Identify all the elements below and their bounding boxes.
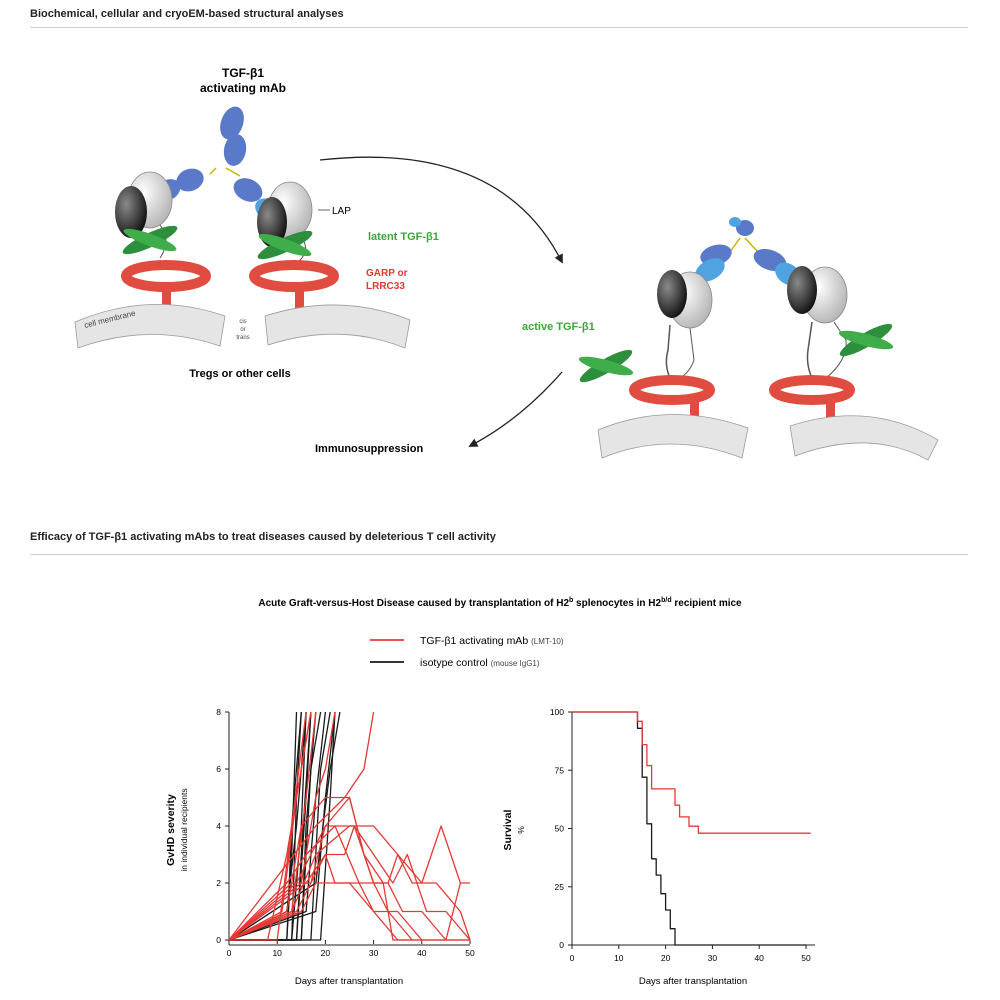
section-divider — [30, 27, 968, 28]
tgf-1-activating-mab-series-line — [228, 825, 462, 941]
isotype-control-series-line — [229, 711, 302, 941]
tgf-1-activating-mab-series-line — [228, 711, 375, 941]
cell-membrane-left — [74, 303, 226, 349]
cis-trans-line1: cis — [239, 319, 246, 325]
survival-chart: Survival % Days after transplantation 0 2… — [502, 707, 815, 987]
isotype-control-series-line — [228, 711, 341, 941]
active-complex-diagram: active TGF-β1 — [522, 217, 939, 461]
immunosuppression-arrow — [468, 371, 563, 447]
tgf-1-activating-mab-series-line — [229, 711, 307, 941]
garp-label-line1: GARP or — [366, 268, 408, 279]
active-tgf-left — [578, 349, 634, 383]
latent-tgf-right — [257, 230, 313, 260]
lap-right — [257, 181, 313, 263]
mab-label-line2: activating mAb — [200, 81, 286, 95]
latent-tgf-left — [122, 225, 178, 255]
experiment-title: Acute Graft-versus-Host Disease caused b… — [258, 597, 742, 609]
y-tick-label: 75 — [555, 765, 565, 775]
y-axis-subtitle: % — [516, 826, 526, 834]
x-tick-label: 20 — [321, 948, 331, 958]
tgf-1-activating-mab-series-line — [228, 825, 471, 941]
activation-arrow — [319, 156, 563, 264]
section-title-efficacy: Efficacy of TGF-β1 activating mAbs to tr… — [30, 531, 496, 543]
x-tick-label: 40 — [417, 948, 427, 958]
x-tick-label: 0 — [570, 953, 575, 963]
legend-label-isotype: isotype control (mouse IgG1) — [420, 657, 540, 669]
cell-membrane-active-right — [789, 415, 939, 461]
tgf-1-activating-mab-series-line — [228, 711, 312, 941]
cis-trans-line3: trans — [236, 335, 249, 341]
garp-label-line2: LRRC33 — [366, 281, 405, 292]
x-axis-title: Days after transplantation — [639, 976, 747, 987]
lap-left — [115, 171, 173, 259]
tgf-1-activating-mab-series-line — [572, 711, 811, 834]
tgf-1-activating-mab-series-line — [228, 853, 470, 941]
cell-membrane-right — [264, 304, 411, 349]
lap-active-left — [657, 270, 713, 379]
y-tick-label: 0 — [559, 940, 564, 950]
active-tgf-label: active TGF-β1 — [522, 321, 595, 333]
latent-tgf-label: latent TGF-β1 — [368, 231, 439, 243]
isotype-control-series-line — [229, 711, 302, 941]
x-tick-label: 30 — [369, 948, 379, 958]
y-axis-title: GvHD severity — [165, 794, 177, 866]
y-tick-label: 100 — [550, 707, 564, 717]
cis-trans-line2: or — [240, 327, 245, 333]
lap-active-right — [787, 266, 848, 379]
y-tick-label: 6 — [216, 764, 221, 774]
active-tgf-right — [838, 323, 894, 357]
x-tick-label: 10 — [614, 953, 624, 963]
x-tick-label: 50 — [465, 948, 475, 958]
isotype-control-series-line — [572, 711, 806, 946]
y-tick-label: 25 — [555, 882, 565, 892]
cells-label: Tregs or other cells — [189, 368, 290, 380]
x-tick-label: 20 — [661, 953, 671, 963]
gvhd-severity-chart: GvHD severity in individual recipients D… — [165, 707, 475, 987]
cell-membrane-active-left — [597, 414, 749, 459]
x-tick-label: 50 — [801, 953, 811, 963]
isotype-control-series-line — [228, 711, 336, 941]
y-tick-label: 0 — [216, 935, 221, 945]
activating-antibody-bound — [695, 217, 801, 286]
tgf-1-activating-mab-series-line — [228, 796, 470, 941]
section-title-structural: Biochemical, cellular and cryoEM-based s… — [30, 8, 344, 20]
legend: TGF-β1 activating mAb (LMT-10) isotype c… — [370, 635, 564, 669]
x-tick-label: 30 — [708, 953, 718, 963]
x-tick-label: 10 — [272, 948, 282, 958]
y-tick-label: 8 — [216, 707, 221, 717]
x-tick-label: 40 — [754, 953, 764, 963]
latent-complex-diagram: TGF-β1 activating mAb — [74, 66, 439, 380]
mab-label-line1: TGF-β1 — [222, 66, 264, 80]
x-tick-label: 0 — [227, 948, 232, 958]
immunosuppression-label: Immunosuppression — [315, 443, 423, 455]
y-tick-label: 2 — [216, 878, 221, 888]
y-tick-label: 4 — [216, 821, 221, 831]
y-axis-subtitle: in individual recipients — [179, 788, 189, 871]
tgf-1-activating-mab-series-line — [228, 711, 336, 941]
tgf-1-activating-mab-series-line — [228, 825, 422, 941]
x-axis-title: Days after transplantation — [295, 976, 403, 987]
y-tick-label: 50 — [555, 824, 565, 834]
lap-label: LAP — [332, 206, 351, 217]
y-axis-title: Survival — [502, 809, 514, 850]
isotype-control-series-line — [229, 711, 298, 941]
section-divider — [30, 554, 968, 555]
legend-label-mab: TGF-β1 activating mAb (LMT-10) — [420, 635, 564, 647]
